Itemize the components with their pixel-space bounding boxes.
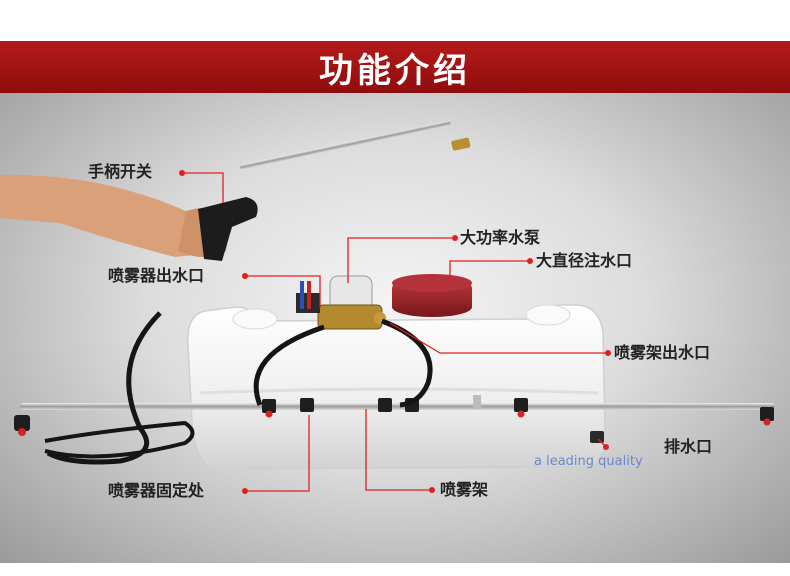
- callout-dots: [179, 170, 611, 494]
- product-stage: 手柄开关 大功率水泵 大直径注水口 喷雾器出水口 喷雾架出水口 排水口 喷雾器固…: [0, 93, 790, 563]
- callout-lines: [182, 172, 608, 492]
- callout-handle-switch: 手柄开关: [88, 162, 153, 181]
- pump-wire-blue: [300, 281, 304, 309]
- callout-fill-port: 大直径注水口: [536, 251, 633, 270]
- lid-top: [392, 274, 472, 292]
- arm: [0, 174, 220, 257]
- hose-coil: [44, 420, 195, 459]
- tank-boss-right: [525, 304, 571, 326]
- callout-boom: 喷雾架: [440, 480, 489, 499]
- callout-mount-point: 喷雾器固定处: [108, 481, 205, 500]
- hand-hose: [46, 311, 162, 465]
- trigger-handle: [198, 197, 258, 261]
- boom-rod: [20, 403, 775, 410]
- spray-wand: [239, 120, 451, 170]
- wand-tip: [451, 137, 471, 151]
- callout-boom-outlet: 喷雾架出水口: [614, 343, 711, 362]
- tank-ridge: [199, 387, 599, 395]
- boom-bracket: [473, 395, 481, 409]
- boom-nozzle-tips: [18, 410, 771, 436]
- page-title: 功能介绍: [319, 50, 471, 91]
- sprayer-illustration: [0, 120, 775, 494]
- callout-drain: 排水口: [664, 437, 713, 456]
- pump-wire-red: [307, 281, 311, 309]
- callout-pump: 大功率水泵: [460, 228, 541, 247]
- watermark: a leading quality: [534, 454, 643, 469]
- pump-head: [317, 304, 383, 330]
- tank-boss-left: [232, 308, 278, 330]
- callout-sprayer-outlet: 喷雾器出水口: [108, 266, 205, 285]
- drain-fitting: [590, 431, 604, 443]
- title-banner: 功能介绍: [0, 41, 790, 93]
